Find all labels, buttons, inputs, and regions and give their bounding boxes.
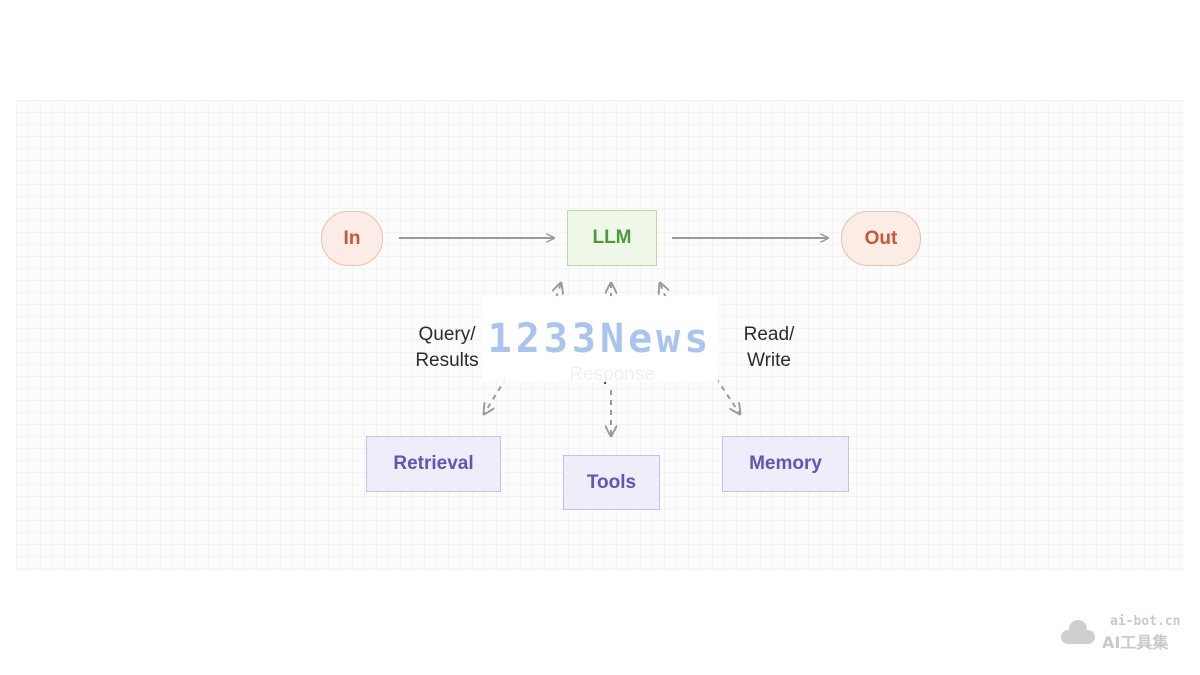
- watermark-overlay: 1233News: [482, 296, 718, 382]
- corner-watermark: ai-bot.cn AI工具集: [1058, 614, 1194, 654]
- arrow-llm-to-memory: [715, 377, 740, 414]
- label-write-line: Write: [747, 350, 791, 371]
- node-memory: Memory: [722, 436, 849, 492]
- node-in: In: [321, 211, 383, 266]
- node-retrieval: Retrieval: [366, 436, 501, 492]
- label-results-line: Results: [415, 350, 479, 371]
- label-read-line: Read/: [743, 324, 795, 345]
- label-read-write: Read/ Write: [737, 322, 801, 374]
- corner-watermark-url: ai-bot.cn: [1110, 614, 1181, 629]
- node-out: Out: [841, 211, 921, 266]
- cloud-logo-icon: [1061, 620, 1095, 644]
- node-tools: Tools: [563, 455, 660, 510]
- label-query-line: Query/: [418, 324, 476, 345]
- node-llm: LLM: [567, 210, 657, 266]
- arrow-memory-to-llm: [660, 283, 666, 299]
- arrow-retrieval-to-llm: [556, 283, 561, 299]
- label-query-results: Query/ Results: [409, 322, 485, 374]
- corner-watermark-title: AI工具集: [1102, 633, 1169, 652]
- arrow-llm-to-retrieval: [484, 377, 507, 414]
